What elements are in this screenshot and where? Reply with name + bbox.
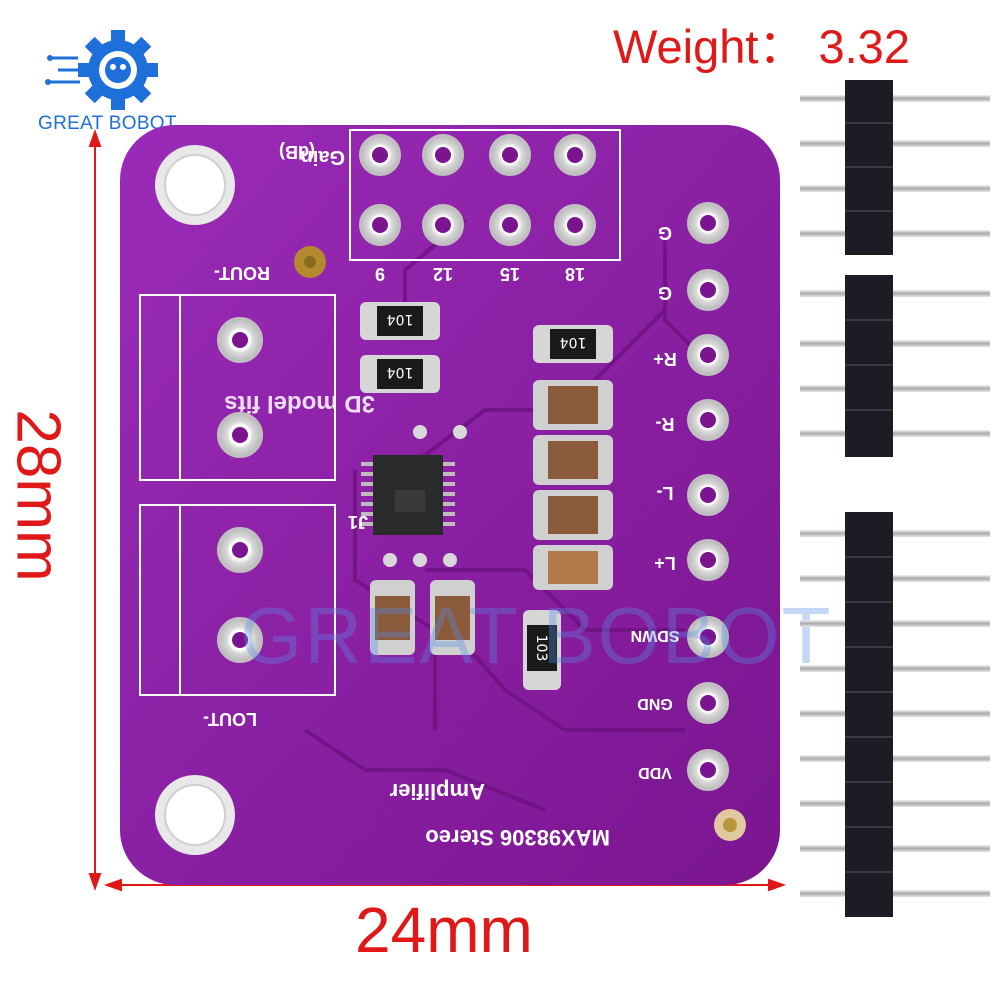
model-note: 3D model fits	[224, 390, 375, 417]
resistor-4: 103	[523, 610, 561, 690]
svg-text:104: 104	[387, 364, 414, 380]
svg-text:G: G	[658, 223, 672, 243]
pin-headers	[800, 80, 990, 917]
svg-text:R-: R-	[656, 414, 675, 434]
svg-text:18: 18	[565, 264, 585, 284]
weight-label: Weight： 3.32	[613, 20, 910, 73]
product-name-line2: Amplifier	[389, 779, 485, 804]
svg-text:L+: L+	[654, 553, 676, 573]
svg-text:VDD: VDD	[638, 764, 672, 781]
mounting-holes	[155, 145, 235, 855]
svg-text:104: 104	[560, 334, 587, 350]
product-name-line1: MAX98306 Stereo	[425, 825, 610, 850]
pin-header-4	[800, 80, 990, 255]
svg-text:G: G	[658, 283, 672, 303]
gain-jumper-pads	[349, 129, 621, 261]
resistor-1: 104	[360, 302, 440, 340]
svg-text:15: 15	[500, 264, 520, 284]
watermark: GREAT BOBOT	[240, 591, 833, 680]
pin-labels: G G R+ R- L- L+ SDWN GND VDD	[631, 223, 680, 781]
pin-header-4b	[800, 275, 990, 457]
amplifier-chip	[361, 455, 455, 535]
svg-text:12: 12	[433, 264, 453, 284]
amplifier-board: Gain (dB) 9 12 15 18 ROUT- LOUT- 3D mode…	[120, 125, 780, 885]
svg-text:GND: GND	[637, 695, 673, 712]
jumper-label: J1	[348, 512, 368, 532]
svg-text:104: 104	[387, 311, 414, 327]
svg-text:R+: R+	[653, 349, 677, 369]
brand-name: GREAT BOBOT	[38, 113, 177, 134]
gain-label: Gain	[301, 146, 345, 168]
svg-text:103: 103	[533, 635, 549, 662]
lout-label: LOUT-	[203, 709, 257, 729]
output-terminals	[139, 294, 336, 696]
brand-logo	[40, 28, 200, 148]
width-dimension: 24mm	[355, 894, 533, 966]
height-dimension: 28mm	[3, 408, 73, 582]
pin-header-9	[800, 512, 990, 917]
gain-value-labels: 9 12 15 18	[375, 264, 585, 284]
rout-label: ROUT-	[214, 263, 270, 283]
svg-text:SDWN: SDWN	[631, 627, 680, 644]
svg-text:9: 9	[375, 264, 385, 284]
gear-icon	[78, 30, 158, 110]
svg-text:L-: L-	[657, 483, 674, 503]
smd-capacitors	[370, 380, 613, 655]
resistor-2: 104	[360, 355, 440, 393]
gain-unit-label: (dB)	[279, 142, 315, 162]
smd-resistors: 104 104 104 103	[360, 302, 613, 690]
resistor-3: 104	[533, 325, 613, 363]
